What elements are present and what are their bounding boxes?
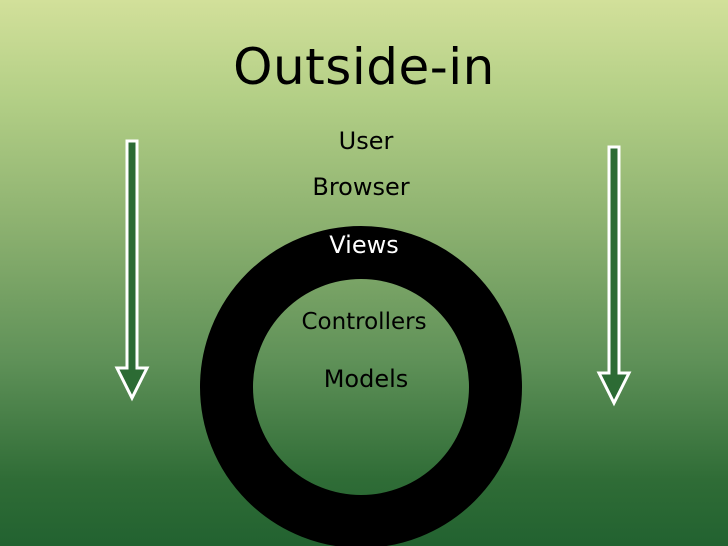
- layer-label-models: Models: [323, 365, 409, 393]
- layer-label-views: Views: [329, 231, 399, 259]
- slide-title: Outside-in: [233, 38, 495, 96]
- right-down-arrow-icon: [596, 145, 632, 407]
- layer-label-user: User: [338, 127, 394, 155]
- layer-label-browser: Browser: [312, 173, 410, 201]
- views-ring: [200, 226, 522, 546]
- left-down-arrow-icon: [114, 139, 150, 402]
- layer-label-controllers: Controllers: [301, 309, 427, 335]
